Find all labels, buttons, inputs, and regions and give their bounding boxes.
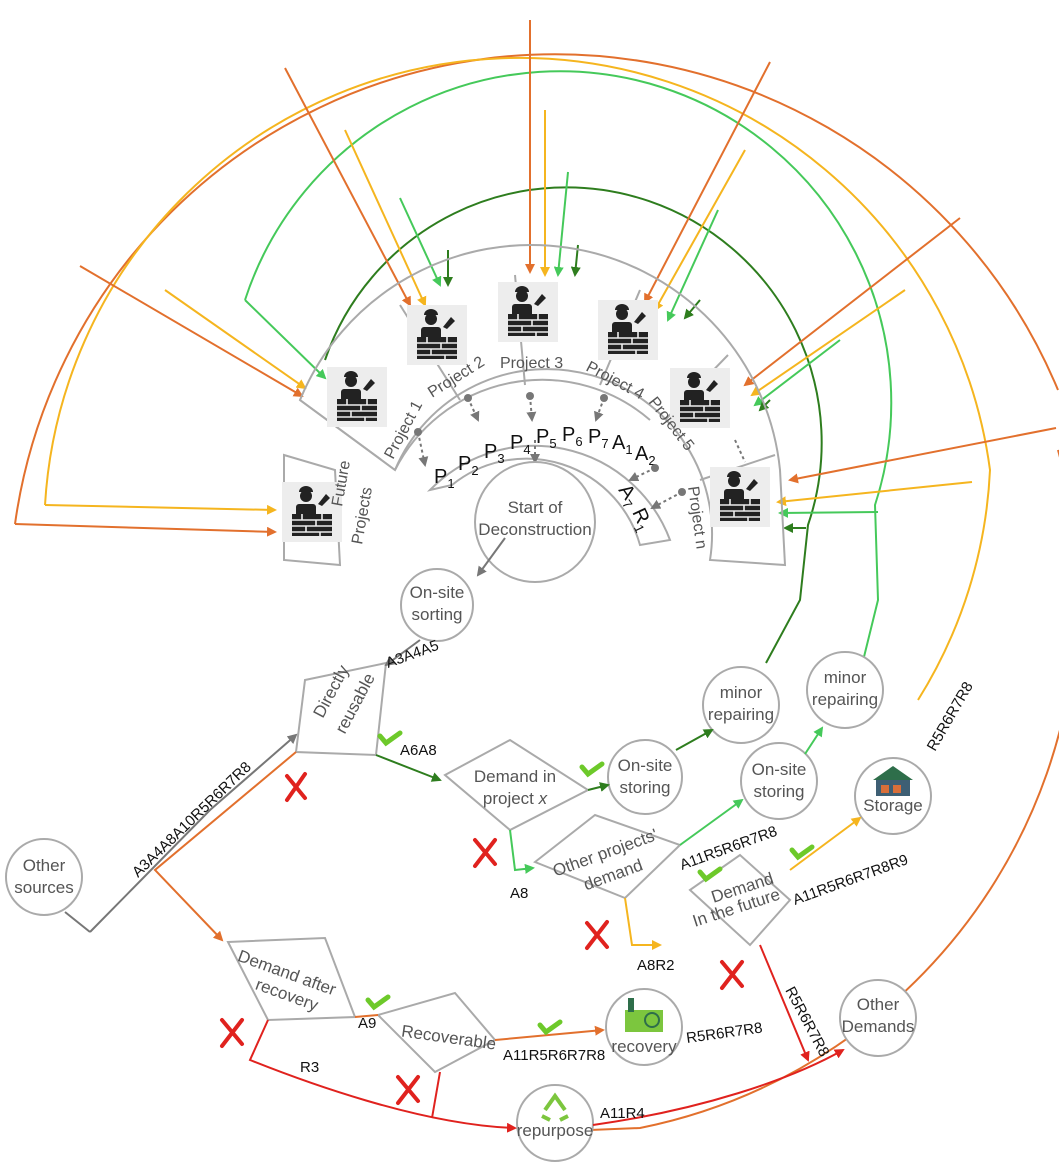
other-demands-text-2: Demands bbox=[842, 1017, 915, 1036]
cross-icon bbox=[585, 920, 609, 950]
future-projects-label-1: Future bbox=[329, 459, 354, 508]
other-sources-text-2: sources bbox=[14, 878, 74, 897]
storing-1-node bbox=[607, 739, 683, 815]
minor-1-text-1: minor bbox=[720, 683, 763, 702]
minor-2-text-2: repairing bbox=[812, 690, 878, 709]
edge-label-a6a8: A6A8 bbox=[400, 742, 437, 759]
storage-icon bbox=[873, 766, 913, 796]
edge-label-future: A11R5R6R7R8R9 bbox=[791, 851, 911, 909]
minor-2-text-1: minor bbox=[824, 668, 867, 687]
storing-2-node bbox=[740, 742, 818, 820]
svg-text:P2: P2 bbox=[458, 453, 479, 478]
start-text-2: Deconstruction bbox=[478, 520, 591, 539]
edge-label-a9: A9 bbox=[358, 1015, 376, 1032]
svg-text:P3: P3 bbox=[484, 441, 505, 466]
demand-x-text-1: Demand in bbox=[474, 767, 556, 786]
check-icon bbox=[377, 730, 403, 747]
light-green-arc bbox=[244, 70, 893, 666]
cross-icon bbox=[473, 838, 497, 868]
cross-icon bbox=[285, 772, 307, 802]
edge-label-a11r4: A11R4 bbox=[600, 1105, 645, 1122]
minor-repairing-2-node bbox=[806, 651, 884, 729]
storing-1-text-2: storing bbox=[619, 778, 670, 797]
future-projects-label-2: Projects bbox=[349, 486, 376, 546]
worker-icon-project-3 bbox=[497, 281, 559, 343]
repurpose-node bbox=[516, 1084, 594, 1162]
recovery-factory-icon bbox=[625, 998, 663, 1032]
cross-icon bbox=[720, 960, 744, 990]
project-n-label: Project n bbox=[684, 485, 710, 550]
edge-label-a8: A8 bbox=[510, 885, 528, 902]
check-icon bbox=[579, 761, 605, 778]
worker-icon-project-4 bbox=[597, 299, 659, 361]
sorting-text-1: On-site bbox=[410, 583, 465, 602]
sorting-node bbox=[400, 568, 474, 642]
svg-text:A7: A7 bbox=[611, 480, 643, 511]
check-icon bbox=[537, 1019, 563, 1036]
yellow-arc bbox=[44, 56, 992, 701]
minor-1-text-2: repairing bbox=[708, 705, 774, 724]
recycle-icon bbox=[541, 1092, 569, 1122]
future-demand-diamond bbox=[688, 853, 792, 947]
check-icon bbox=[365, 994, 391, 1011]
repurpose-text: repurpose bbox=[517, 1121, 594, 1140]
worker-icon-project-1 bbox=[326, 366, 388, 428]
check-icon bbox=[697, 866, 723, 883]
edge-label-storage-out: R5R6R7R8 bbox=[924, 679, 977, 754]
sequence-ring bbox=[426, 444, 672, 547]
svg-text:P4: P4 bbox=[510, 432, 531, 457]
check-icon bbox=[789, 844, 815, 861]
svg-text:A2: A2 bbox=[635, 443, 656, 468]
edge-label-other-sources: A3A4A8A10R5R6R7R8 bbox=[129, 759, 255, 881]
worker-icon-project-n bbox=[709, 466, 771, 528]
worker-icon-project-2 bbox=[406, 304, 468, 366]
other-sources-text-1: Other bbox=[23, 856, 66, 875]
other-demands-node bbox=[839, 979, 917, 1057]
edge-label-recovery-out: R5R6R7R8 bbox=[685, 1019, 763, 1047]
recovery-text: recovery bbox=[611, 1037, 677, 1056]
svg-text:P6: P6 bbox=[562, 424, 583, 449]
svg-text:P5: P5 bbox=[536, 426, 557, 451]
edge-label-a3a4a5: A3A4A5 bbox=[384, 637, 442, 672]
other-demands-text-1: Other bbox=[857, 995, 900, 1014]
demand-x-text-2: project x bbox=[483, 789, 548, 808]
edge-label-future-down: R5R6R7R8 bbox=[781, 984, 832, 1060]
minor-repairing-1-node bbox=[702, 666, 780, 744]
edge-label-recoverable-out: A11R5R6R7R8 bbox=[503, 1047, 605, 1064]
project-ring bbox=[298, 244, 787, 567]
dark-green-arc bbox=[324, 186, 823, 664]
storing-2-text-2: storing bbox=[753, 782, 804, 801]
sorting-text-2: sorting bbox=[411, 605, 462, 624]
storing-2-text-1: On-site bbox=[752, 760, 807, 779]
svg-text:A1: A1 bbox=[612, 432, 633, 457]
storage-text: Storage bbox=[863, 796, 923, 815]
start-text-1: Start of bbox=[508, 498, 563, 517]
project-3-label: Project 3 bbox=[500, 355, 563, 372]
storing-1-text-1: On-site bbox=[618, 756, 673, 775]
svg-text:P1: P1 bbox=[434, 466, 455, 491]
edge-label-a8r2: A8R2 bbox=[637, 957, 675, 974]
start-node bbox=[474, 461, 596, 583]
orange-outer-arc-lower bbox=[589, 449, 1059, 1131]
other-sources-node bbox=[5, 838, 83, 916]
cross-icon bbox=[220, 1018, 244, 1048]
svg-text:P7: P7 bbox=[588, 426, 609, 451]
cross-icon bbox=[396, 1075, 420, 1105]
edge-label-r3: R3 bbox=[300, 1059, 319, 1076]
